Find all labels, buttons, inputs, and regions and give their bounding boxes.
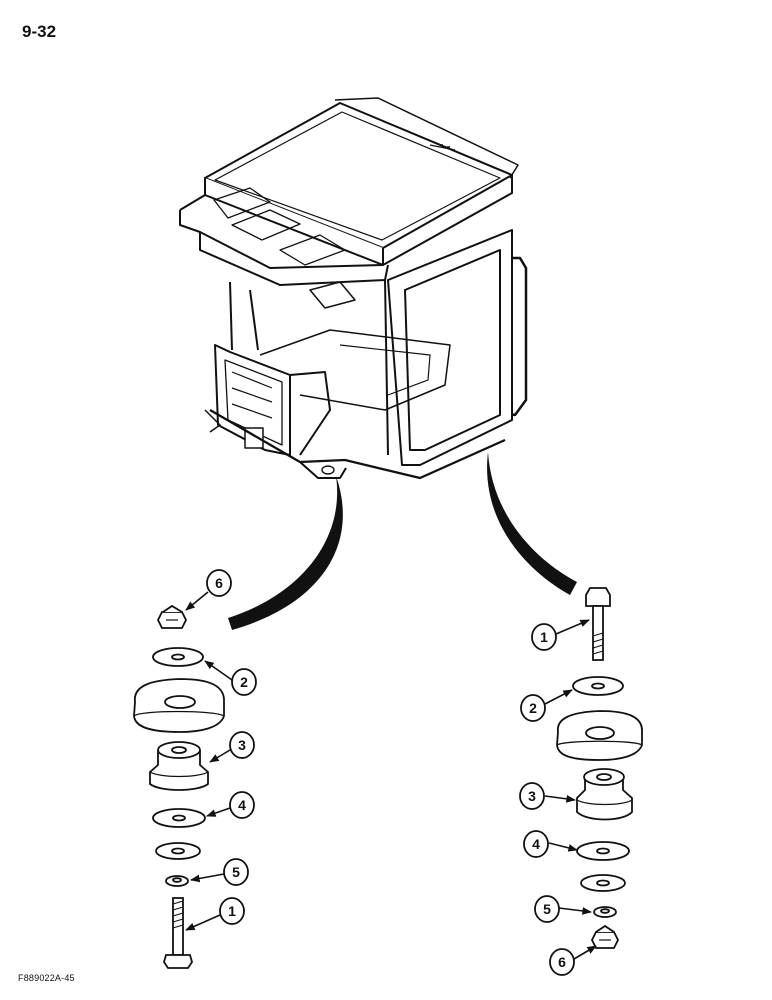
- left-flat-washer-top: [152, 647, 204, 667]
- left-mount-pointer: [228, 476, 343, 630]
- left-flat-washer-lower: [155, 842, 201, 860]
- left-flat-washer-mid: [152, 808, 206, 828]
- svg-text:2: 2: [240, 674, 248, 690]
- left-callout-washer-top: 2: [231, 668, 257, 696]
- svg-text:5: 5: [543, 901, 551, 917]
- svg-text:1: 1: [228, 903, 236, 919]
- left-hex-bolt: [163, 897, 193, 969]
- right-callout-lock-washer: 5: [534, 895, 560, 923]
- svg-text:1: 1: [540, 629, 548, 645]
- left-lock-washer: [165, 875, 189, 887]
- right-callout-isolator: 3: [519, 782, 545, 810]
- svg-text:5: 5: [232, 864, 240, 880]
- left-callout-bolt: 1: [219, 897, 245, 925]
- right-callouts: 1 2 3 4 5 6: [519, 623, 575, 976]
- svg-text:4: 4: [238, 797, 246, 813]
- right-isolator-bushing: [576, 768, 633, 821]
- left-isolator-bushing: [149, 741, 209, 791]
- svg-text:6: 6: [558, 954, 566, 970]
- left-isolator-pad: [133, 678, 225, 733]
- svg-text:6: 6: [215, 575, 223, 591]
- page-number: 9-32: [22, 22, 57, 41]
- left-callout-washer-mid: 4: [229, 791, 255, 819]
- left-hex-nut: [156, 604, 188, 629]
- right-callout-washer-top: 2: [520, 694, 546, 722]
- svg-text:3: 3: [528, 788, 536, 804]
- right-callout-bolt: 1: [531, 623, 557, 651]
- right-mount-pointer: [487, 452, 577, 595]
- right-isolator-pad: [556, 710, 643, 761]
- svg-text:3: 3: [238, 737, 246, 753]
- svg-text:2: 2: [529, 700, 537, 716]
- right-flat-washer-lower: [580, 874, 626, 892]
- cab-illustration: [179, 97, 528, 480]
- figure-code: F889022A-45: [18, 973, 75, 983]
- right-mount-stack: [556, 587, 643, 949]
- right-lock-washer: [593, 906, 617, 918]
- right-callout-washer-mid: 4: [523, 830, 549, 858]
- right-flat-washer-top: [572, 676, 624, 696]
- left-callout-isolator: 3: [229, 731, 255, 759]
- svg-text:4: 4: [532, 836, 540, 852]
- right-hex-bolt: [585, 587, 611, 661]
- left-mount-stack: [133, 604, 225, 969]
- left-callout-nut: 6: [206, 569, 232, 597]
- right-hex-nut: [590, 924, 620, 949]
- left-callouts: 6 2 3 4 5 1: [206, 569, 257, 925]
- left-callout-lock-washer: 5: [223, 858, 249, 886]
- right-callout-nut: 6: [549, 948, 575, 976]
- right-flat-washer-mid: [576, 841, 630, 861]
